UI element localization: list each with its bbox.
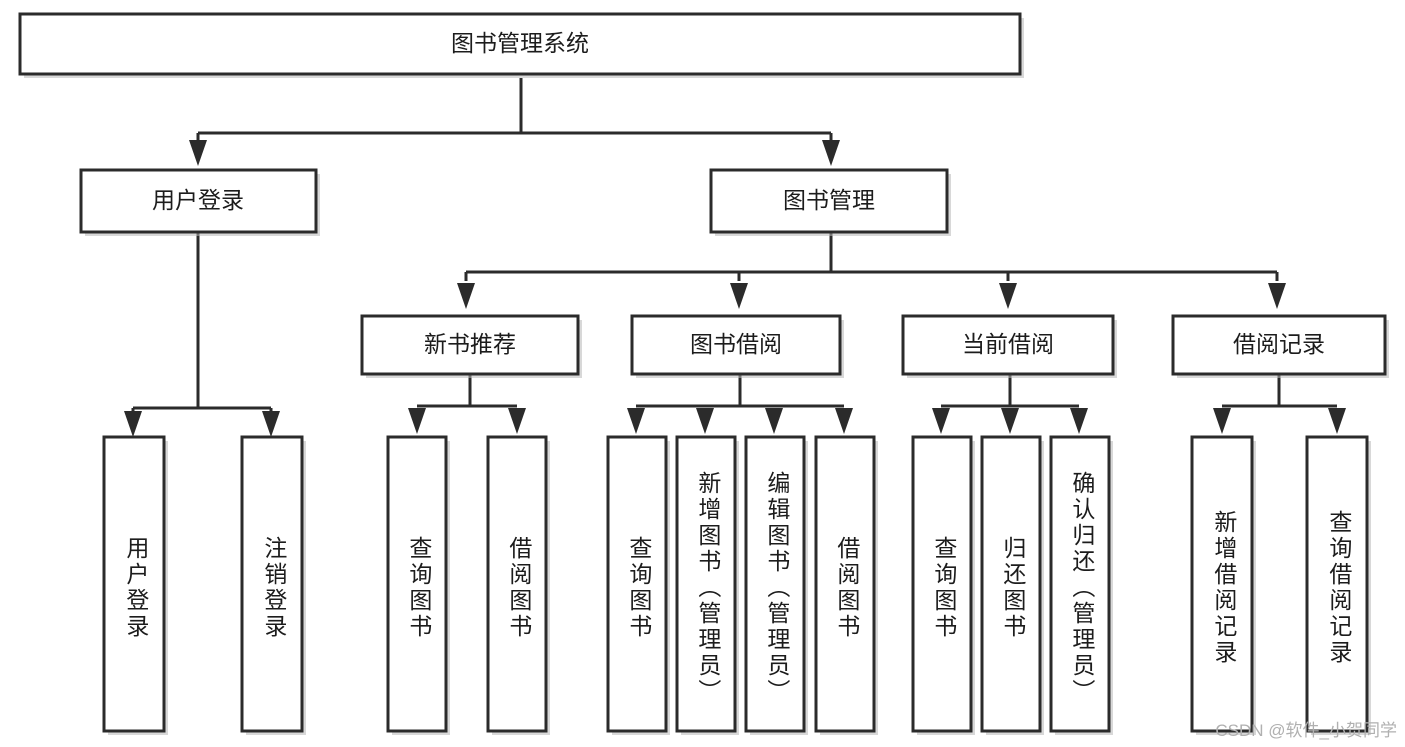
node-leaf-rec-borrow-book-label: 借阅图书	[506, 536, 533, 640]
node-leaf-borrow-query-book-label: 查询图书	[626, 536, 653, 640]
node-leaf-borrow-edit-book[interactable]: 编辑图书（管理员）	[744, 435, 808, 735]
arrow-to-leaf-logout	[262, 411, 280, 437]
arrow-bb-leaf-2	[696, 408, 714, 434]
node-leaf-borrow-add-book[interactable]: 新增图书（管理员）	[675, 435, 739, 735]
arrow-cb-leaf-2	[1001, 408, 1019, 434]
node-leaf-record-search[interactable]: 查询借阅记录	[1305, 435, 1371, 735]
node-leaf-cur-return-book[interactable]: 归还图书	[980, 435, 1044, 735]
node-leaf-cur-query-book[interactable]: 查询图书	[911, 435, 975, 735]
node-leaf-borrow-edit-book-label: 编辑图书（管理员）	[764, 471, 791, 705]
node-user-login[interactable]: 用户登录	[79, 168, 320, 236]
node-leaf-record-add-label: 新增借阅记录	[1211, 510, 1238, 666]
node-root-label: 图书管理系统	[451, 30, 589, 56]
node-leaf-user-login-label: 用户登录	[123, 536, 150, 640]
arrow-to-borrow-record	[1268, 283, 1286, 309]
node-leaf-cur-return-book-label: 归还图书	[1000, 536, 1027, 640]
node-leaf-borrow-do-book[interactable]: 借阅图书	[814, 435, 878, 735]
node-root[interactable]: 图书管理系统	[18, 12, 1024, 78]
node-leaf-record-search-label: 查询借阅记录	[1326, 510, 1353, 666]
node-leaf-rec-query-book-label: 查询图书	[406, 536, 433, 640]
node-leaf-user-login[interactable]: 用户登录	[102, 435, 168, 735]
arrow-bb-leaf-4	[835, 408, 853, 434]
node-leaf-logout[interactable]: 注销登录	[240, 435, 306, 735]
node-leaf-borrow-add-book-label: 新增图书（管理员）	[695, 471, 722, 705]
node-leaf-rec-query-book[interactable]: 查询图书	[386, 435, 450, 735]
arrow-bb-leaf-3	[765, 408, 783, 434]
node-book-management[interactable]: 图书管理	[709, 168, 951, 236]
node-current-borrow[interactable]: 当前借阅	[901, 314, 1117, 378]
arrow-br-leaf-1	[1213, 408, 1231, 434]
node-user-login-label: 用户登录	[152, 187, 244, 213]
node-leaf-logout-label: 注销登录	[261, 536, 288, 640]
node-book-borrow-label: 图书借阅	[690, 331, 782, 357]
arrow-to-leaf-user-login	[124, 411, 142, 437]
arrow-br-leaf-2	[1328, 408, 1346, 434]
node-current-borrow-label: 当前借阅	[962, 331, 1054, 357]
node-leaf-rec-borrow-book[interactable]: 借阅图书	[486, 435, 550, 735]
arrow-cb-leaf-3	[1070, 408, 1088, 434]
node-leaf-record-add[interactable]: 新增借阅记录	[1190, 435, 1256, 735]
node-leaf-borrow-query-book[interactable]: 查询图书	[606, 435, 670, 735]
arrow-nbr-leaf-1	[408, 408, 426, 434]
node-borrow-record-label: 借阅记录	[1233, 331, 1325, 357]
arrow-to-new-book-rec	[457, 283, 475, 309]
arrow-cb-leaf-1	[932, 408, 950, 434]
node-leaf-cur-confirm-return-label: 确认归还（管理员）	[1069, 471, 1096, 705]
node-book-borrow[interactable]: 图书借阅	[630, 314, 844, 378]
node-new-book-recommendation-label: 新书推荐	[424, 331, 516, 357]
node-new-book-recommendation[interactable]: 新书推荐	[360, 314, 582, 378]
node-borrow-record[interactable]: 借阅记录	[1171, 314, 1389, 378]
connector-layer	[124, 78, 1346, 437]
node-leaf-cur-query-book-label: 查询图书	[931, 536, 958, 640]
arrow-bb-leaf-1	[627, 408, 645, 434]
arrow-to-user-login	[189, 140, 207, 166]
arrow-nbr-leaf-2	[508, 408, 526, 434]
node-book-management-label: 图书管理	[783, 187, 875, 213]
arrow-to-book-mgmt	[822, 140, 840, 166]
node-leaf-cur-confirm-return[interactable]: 确认归还（管理员）	[1049, 435, 1113, 735]
arrow-to-current-borrow	[999, 283, 1017, 309]
node-leaf-borrow-do-book-label: 借阅图书	[834, 536, 861, 640]
arrow-to-book-borrow	[730, 283, 748, 309]
